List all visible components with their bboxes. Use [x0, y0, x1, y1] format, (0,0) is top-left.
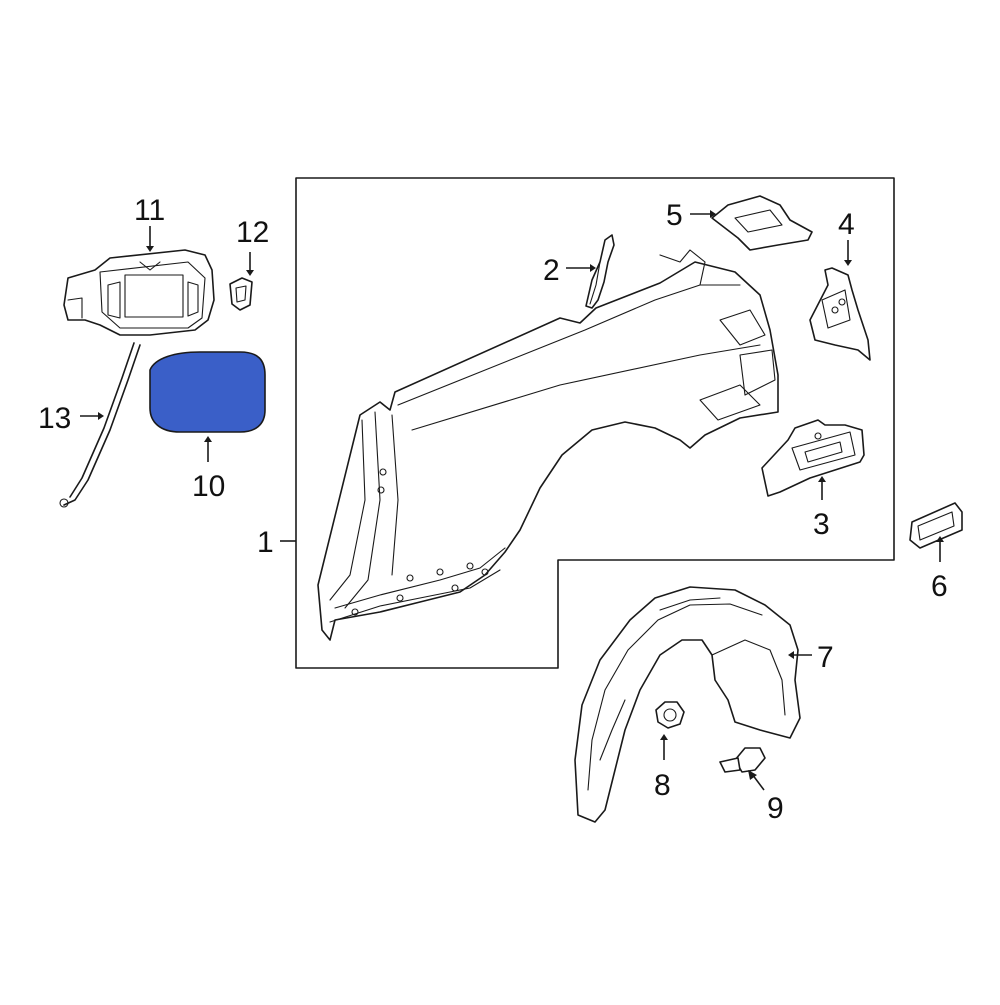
- nut-part-8[interactable]: [655, 701, 685, 729]
- callout-label-6[interactable]: 6: [931, 570, 948, 603]
- lamp-bracket-part-4[interactable]: [809, 267, 871, 361]
- wheel-liner-part-7[interactable]: [574, 586, 801, 823]
- clip-part-12[interactable]: [229, 277, 253, 311]
- assembly-boundary-box: [295, 177, 895, 669]
- callout-label-4[interactable]: 4: [838, 208, 855, 241]
- callout-text-9: 9: [767, 792, 784, 825]
- callout-leaders: [80, 210, 944, 791]
- bracket-part-2[interactable]: [585, 234, 615, 309]
- callout-label-2[interactable]: 2: [543, 254, 560, 287]
- emblem-part-6[interactable]: [909, 502, 963, 549]
- callout-text-10: 10: [192, 470, 225, 503]
- callout-text-6: 6: [931, 570, 948, 603]
- callout-label-10[interactable]: 10: [192, 470, 225, 503]
- push-clip-part-9[interactable]: [719, 747, 766, 773]
- extension-panel-part-3[interactable]: [761, 419, 865, 497]
- callout-label-12[interactable]: 12: [236, 216, 269, 249]
- upper-bracket-part-5[interactable]: [711, 195, 813, 251]
- callout-label-7[interactable]: 7: [817, 641, 834, 674]
- callout-text-4: 4: [838, 208, 855, 241]
- callout-text-5: 5: [666, 199, 683, 232]
- callout-text-12: 12: [236, 216, 269, 249]
- fuel-door-part-10[interactable]: [149, 351, 266, 433]
- callout-text-2: 2: [543, 254, 560, 287]
- callout-label-8[interactable]: 8: [654, 769, 671, 802]
- callout-text-11: 11: [134, 194, 165, 227]
- callout-label-1[interactable]: 1: [257, 526, 274, 559]
- callout-text-7: 7: [817, 641, 834, 674]
- fuel-housing-part-11[interactable]: [63, 249, 215, 336]
- cable-part-13[interactable]: [59, 342, 141, 508]
- quarter-panel-part[interactable]: [317, 249, 779, 641]
- callout-text-1: 1: [257, 526, 274, 559]
- callout-text-3: 3: [813, 508, 830, 541]
- callout-label-9[interactable]: 9: [767, 792, 784, 825]
- callout-label-11[interactable]: 11: [134, 194, 165, 227]
- callout-label-13[interactable]: 13: [38, 402, 71, 435]
- callout-text-13: 13: [38, 402, 71, 435]
- callout-label-5[interactable]: 5: [666, 199, 683, 232]
- callout-label-3[interactable]: 3: [813, 508, 830, 541]
- callout-text-8: 8: [654, 769, 671, 802]
